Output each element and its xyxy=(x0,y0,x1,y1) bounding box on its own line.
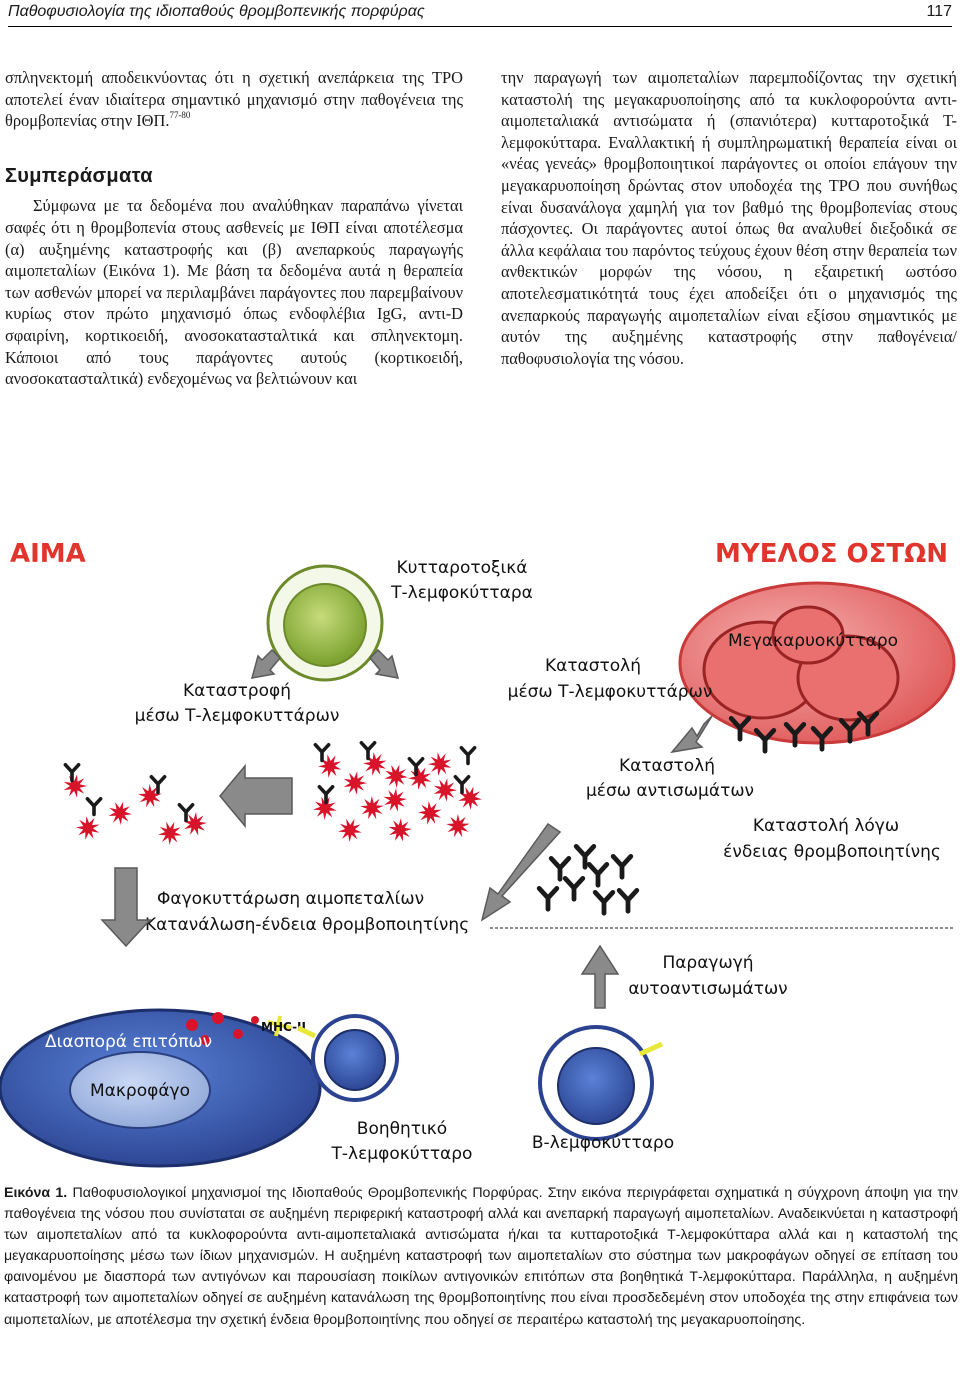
platelet-icon xyxy=(408,766,432,790)
arrow-left xyxy=(219,763,293,829)
mhc-ii-label: MHC-II xyxy=(261,1020,306,1034)
antibody-icon xyxy=(317,785,335,805)
blood-label: ΑΙΜΑ xyxy=(10,539,86,569)
bone-marrow-label: ΜΥΕΛΟΣ ΟΣΤΩΝ xyxy=(715,539,948,569)
suppression-tpo-label-2: ένδειας θρομβοποιητίνης xyxy=(723,842,941,862)
platelet-icon xyxy=(183,812,207,836)
arrow-up-autoab xyxy=(580,944,620,1009)
suppression-t-label-2: μέσω Τ-λεμφοκυττάρων xyxy=(508,682,713,702)
macrophage-label: Μακροφάγο xyxy=(90,1081,190,1101)
suppression-ab-label-2: μέσω αντισωμάτων xyxy=(586,781,754,801)
arrow-tcell-to-platelets xyxy=(250,648,282,679)
running-header: Παθοφυσιολογία της ιδιοπαθούς θρομβοπενι… xyxy=(8,0,952,27)
antibody-icon xyxy=(616,888,640,914)
antibody-icon xyxy=(536,886,560,912)
autoantibody-label-2: αυτοαντισωμάτων xyxy=(628,979,787,999)
b-cell-label: Β-λεμφοκύτταρο xyxy=(532,1133,674,1153)
platelet-icon xyxy=(343,771,367,795)
macrophage-icon xyxy=(0,1008,322,1168)
megakaryocyte-label: Μεγακαρυοκύτταρο xyxy=(728,631,898,651)
intro-paragraph: σπληνεκτομή αποδεικνύοντας ότι η σχετική… xyxy=(5,67,463,132)
platelet-icon xyxy=(76,816,100,840)
right-column: την παραγωγή των αιμοπεταλίων παρεμποδίζ… xyxy=(501,67,957,369)
antibody-icon xyxy=(783,722,807,748)
antibody-icon xyxy=(359,741,377,761)
platelet-icon xyxy=(383,788,407,812)
antibody-icon xyxy=(728,716,752,742)
running-title: Παθοφυσιολογία της ιδιοπαθούς θρομβοπενι… xyxy=(8,3,425,20)
destruction-label-2: μέσω Τ-λεμφοκυττάρων xyxy=(135,706,340,726)
platelet-icon xyxy=(338,818,362,842)
antibody-icon xyxy=(149,775,167,795)
platelet-icon xyxy=(428,752,452,776)
megakaryocyte-icon xyxy=(678,581,956,745)
antibody-icon xyxy=(63,763,81,783)
pathophysiology-diagram: ΑΙΜΑ ΜΥΕΛΟΣ ΟΣΤΩΝ Κυτταροτοξικά Τ-λεμφοκ… xyxy=(0,539,956,1168)
arrow-diag-down-left xyxy=(480,822,562,922)
antibody-cluster xyxy=(63,711,880,916)
helper-t-label-2: Τ-λεμφοκύτταρο xyxy=(331,1144,473,1164)
antibody-icon xyxy=(810,726,834,752)
platelet-icon xyxy=(433,778,457,802)
intro-text: σπληνεκτομή αποδεικνύοντας ότι η σχετική… xyxy=(5,68,463,131)
platelet-icon xyxy=(458,786,482,810)
helper-t-label-1: Βοηθητικό xyxy=(357,1119,447,1139)
destruction-label-1: Καταστροφή xyxy=(183,681,291,701)
antibody-icon xyxy=(453,775,471,795)
antibody-icon xyxy=(610,854,634,880)
conclusions-paragraph: Σύμφωνα με τα δεδομένα που αναλύθηκαν πα… xyxy=(5,196,463,389)
antibody-icon xyxy=(592,890,616,916)
antibody-icon xyxy=(85,797,103,817)
page-number: 117 xyxy=(926,3,952,20)
right-paragraph: την παραγωγή των αιμοπεταλίων παρεμποδίζ… xyxy=(501,68,957,368)
platelet-icon xyxy=(388,818,412,842)
suppression-ab-label-1: Καταστολή xyxy=(619,756,715,776)
arrow-ab-to-marrow xyxy=(670,715,713,754)
b-cell-icon xyxy=(538,1025,664,1141)
arrow-tcell-to-mega xyxy=(368,648,400,679)
caption-text: Παθοφυσιολογικοί μηχανισμοί της Ιδιοπαθο… xyxy=(4,1185,958,1328)
figure-caption: Εικόνα 1. Παθοφυσιολογικοί μηχανισμοί τη… xyxy=(4,1183,958,1331)
helper-t-cell-icon xyxy=(296,1014,399,1102)
suppression-t-label-1: Καταστολή xyxy=(545,656,641,676)
platelet-icon xyxy=(158,821,182,845)
platelet-icon xyxy=(418,801,442,825)
antibody-icon xyxy=(407,757,425,777)
cytotoxic-label-1: Κυτταροτοξικά xyxy=(397,558,528,578)
platelet-icon xyxy=(360,796,384,820)
platelet-icon xyxy=(384,764,408,788)
arrows xyxy=(100,648,713,1009)
platelet-icon xyxy=(108,801,132,825)
phagocytosis-label-1: Φαγοκυττάρωση αιμοπεταλίων xyxy=(157,889,424,909)
antibody-icon xyxy=(562,876,586,902)
epitope-spread-label: Διασπορά επιτόπων xyxy=(45,1032,212,1052)
autoantibody-label-1: Παραγωγή xyxy=(662,953,753,973)
figure-1: ΑΙΜΑ ΜΥΕΛΟΣ ΟΣΤΩΝ Κυτταροτοξικά Τ-λεμφοκ… xyxy=(0,528,960,1178)
platelet-icon xyxy=(318,754,342,778)
antibody-icon xyxy=(313,743,331,763)
phagocytosis-label-2: Κατανάλωση-ένδεια θρομβοποιητίνης xyxy=(145,915,469,935)
antibody-icon xyxy=(573,844,597,870)
antibody-icon xyxy=(548,856,572,882)
cytotoxic-t-cell-icon xyxy=(266,564,384,682)
caption-label: Εικόνα 1. xyxy=(4,1185,68,1201)
antibody-icon xyxy=(177,803,195,823)
section-heading: Συμπεράσματα xyxy=(5,164,153,187)
suppression-tpo-label-1: Καταστολή λόγω xyxy=(753,816,899,836)
antibody-icon xyxy=(459,746,477,766)
platelet-icon xyxy=(63,774,87,798)
left-column: σπληνεκτομή αποδεικνύοντας ότι η σχετική… xyxy=(5,67,463,390)
platelet-cluster xyxy=(63,752,482,845)
cytotoxic-label-2: Τ-λεμφοκύτταρα xyxy=(390,583,533,603)
antibody-icon xyxy=(856,711,880,737)
platelet-icon xyxy=(446,814,470,838)
intro-reference: 77-80 xyxy=(169,110,191,121)
arrow-down-phago xyxy=(100,867,152,948)
platelet-icon xyxy=(138,784,162,808)
platelet-icon xyxy=(313,796,337,820)
antibody-icon xyxy=(586,862,610,888)
antibody-icon xyxy=(838,718,862,744)
antibody-icon xyxy=(753,728,777,754)
